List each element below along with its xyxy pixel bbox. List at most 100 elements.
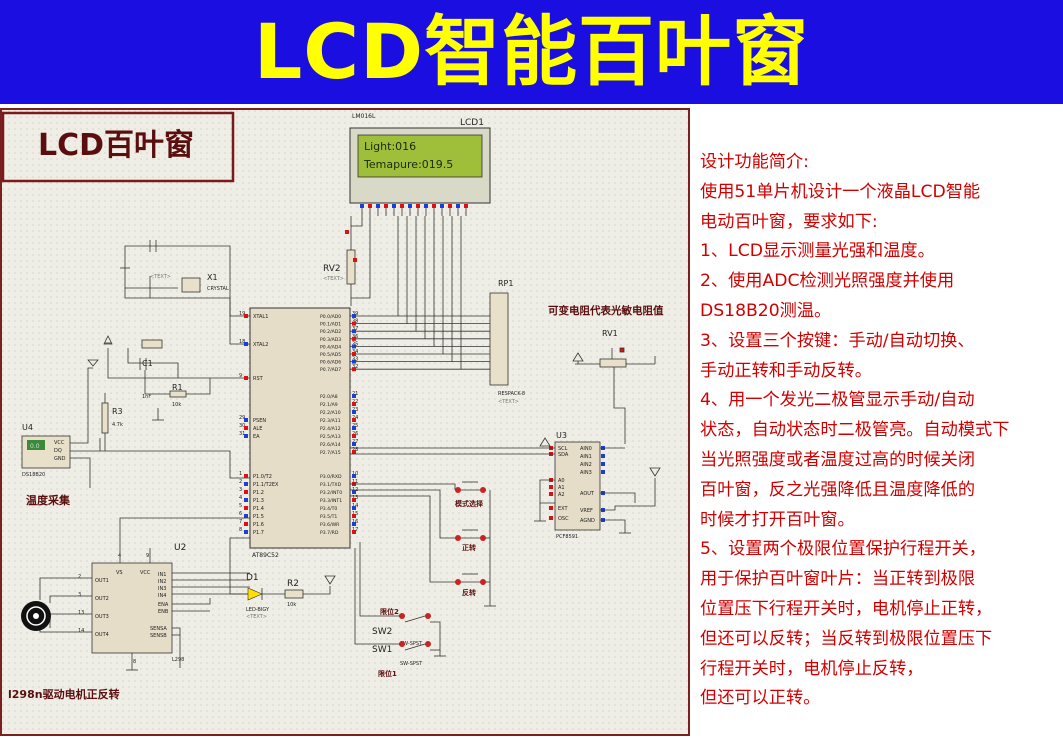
u3-left-pin: EXT bbox=[558, 506, 568, 512]
mcu-left-pin: P1.0/T2 bbox=[253, 474, 272, 480]
svg-text:4.7k: 4.7k bbox=[112, 422, 123, 428]
lcd-data-bus bbox=[350, 216, 490, 370]
svg-text:PCF8591: PCF8591 bbox=[556, 534, 578, 540]
mcu-left-pin-num: 4 bbox=[239, 495, 242, 501]
mcu-right-pin: P2.2/A10 bbox=[320, 410, 341, 416]
u3-right-pin: AIN1 bbox=[580, 454, 592, 460]
svg-text:SW2: SW2 bbox=[372, 627, 392, 637]
mcu-right-pin: P0.5/AD5 bbox=[320, 352, 341, 358]
svg-text:<TEXT>: <TEXT> bbox=[498, 399, 519, 405]
mcu-left-pin: XTAL1 bbox=[253, 314, 268, 320]
mcu-right-pin: P3.3/INT1 bbox=[320, 498, 342, 504]
svg-text:IN4: IN4 bbox=[158, 593, 166, 599]
mcu-right-pin-num: 36 bbox=[352, 334, 358, 340]
svg-text:<TEXT>: <TEXT> bbox=[323, 276, 344, 282]
u3-left-pin: SCL bbox=[558, 446, 568, 452]
svg-text:IN3: IN3 bbox=[158, 586, 166, 592]
button-panel bbox=[350, 481, 496, 607]
mcu-right-pin: P0.1/AD1 bbox=[320, 322, 341, 328]
mcu-right-pin: P2.4/A12 bbox=[320, 426, 341, 432]
u3-right-pin: AIN0 bbox=[580, 446, 592, 452]
mcu-right-pin: P2.7/A15 bbox=[320, 450, 341, 456]
svg-text:SW1: SW1 bbox=[372, 645, 392, 655]
svg-text:OUT2: OUT2 bbox=[95, 596, 109, 602]
mcu-at89c52: XTAL119XTAL218RST9PSEN29ALE30EA31P1.0/T2… bbox=[239, 307, 358, 559]
circuit-schematic: LCD百叶窗 LM016L LCD1 Light:016 Temapure:01… bbox=[0, 108, 690, 736]
mcu-right-pin: P2.3/A11 bbox=[320, 418, 341, 424]
led-d1: D1 LED-BIGY <TEXT> R2 10k bbox=[229, 537, 336, 620]
svg-text:8: 8 bbox=[133, 659, 136, 665]
lcd-module: LM016L LCD1 Light:016 Temapure:019.5 bbox=[349, 113, 491, 216]
svg-text:RESPACK-8: RESPACK-8 bbox=[498, 391, 525, 397]
mcu-right-pin: P3.5/T1 bbox=[320, 514, 337, 520]
mcu-left-pin: P1.6 bbox=[253, 522, 264, 528]
button-mode: 模式选择 bbox=[455, 499, 484, 508]
mcu-right-pin: P2.5/A13 bbox=[320, 434, 341, 440]
description-line: 位置压下行程开关时，电机停止正转， bbox=[700, 598, 993, 619]
svg-text:RV2: RV2 bbox=[323, 264, 341, 274]
mcu-right-pin: P0.3/AD3 bbox=[320, 337, 341, 343]
mcu-left-pin: P1.3 bbox=[253, 498, 264, 504]
mcu-right-pin: P3.1/TXD bbox=[320, 482, 342, 488]
svg-text:R3: R3 bbox=[112, 407, 123, 416]
crystal-oscillator bbox=[120, 240, 250, 345]
mcu-right-pin: P2.6/A14 bbox=[320, 442, 341, 448]
limit-switches: 限位2 SW2 SW-SPST SW1 SW-SPST 限位1 bbox=[354, 542, 446, 678]
description-line: 使用51单片机设计一个液晶LCD智能 bbox=[700, 181, 981, 202]
mcu-right-pin: P0.7/AD7 bbox=[320, 367, 341, 373]
svg-text:2: 2 bbox=[78, 574, 81, 580]
mcu-left-pin: ALE bbox=[253, 426, 262, 432]
description-line: 行程开关时，电机停止反转， bbox=[700, 658, 924, 679]
u3-left-pin: A2 bbox=[558, 492, 565, 498]
mcu-left-pin: PSEN bbox=[253, 418, 266, 424]
svg-text:OUT4: OUT4 bbox=[95, 632, 109, 638]
mcu-right-pin: P3.6/WR bbox=[320, 522, 340, 528]
svg-text:14: 14 bbox=[78, 628, 84, 634]
schematic-title-box: LCD百叶窗 bbox=[1, 111, 235, 183]
svg-text:DQ: DQ bbox=[54, 448, 62, 454]
svg-text:VCC: VCC bbox=[140, 570, 151, 576]
svg-text:9: 9 bbox=[146, 553, 149, 559]
svg-text:U4: U4 bbox=[22, 423, 33, 432]
mcu-right-pin: P3.2/INT0 bbox=[320, 490, 342, 496]
variable-resistor-note: 可变电阻代表光敏电阻值 bbox=[548, 304, 664, 317]
mcu-left-pin-num: 7 bbox=[239, 519, 242, 525]
svg-text:C1: C1 bbox=[142, 359, 153, 368]
mcu-right-pin: P3.4/T0 bbox=[320, 506, 337, 512]
u3-right-pin: AGND bbox=[580, 518, 595, 524]
ds18b20-sensor: 0.0 U4 VCC DQ GND DS18B20 R3 4.7k 温度采集 bbox=[21, 359, 250, 507]
mcu-left-pin: P1.4 bbox=[253, 506, 264, 512]
design-description: 设计功能简介:使用51单片机设计一个液晶LCD智能电动百叶窗，要求如下:1、LC… bbox=[700, 148, 1062, 714]
mcu-right-pin: P3.0/RXD bbox=[320, 474, 342, 480]
mcu-left-pin-num: 8 bbox=[239, 527, 242, 533]
mcu-left-pin: P1.2 bbox=[253, 490, 264, 496]
lcd-line-2: Temapure:019.5 bbox=[363, 158, 453, 171]
mcu-left-pin: XTAL2 bbox=[253, 342, 268, 348]
u3-pcf8591: U3 SCLSDAA0A1A2EXTOSCAIN0AIN1AIN2AIN3AOU… bbox=[350, 431, 661, 540]
svg-text:10k: 10k bbox=[287, 602, 296, 608]
mcu-left-pin-num: 9 bbox=[239, 373, 242, 379]
limit2-label: 限位2 bbox=[380, 607, 399, 616]
lcd-line-1: Light:016 bbox=[364, 140, 416, 153]
u3-right-pin: VREF bbox=[580, 508, 593, 514]
motor-driver-label: l298n驱动电机正反转 bbox=[8, 687, 120, 701]
rv1-potentiometer bbox=[572, 347, 656, 444]
svg-text:D1: D1 bbox=[246, 573, 259, 583]
temp-label: 温度采集 bbox=[26, 493, 71, 507]
svg-text:OUT3: OUT3 bbox=[95, 614, 109, 620]
svg-text:CRYSTAL: CRYSTAL bbox=[207, 286, 229, 292]
svg-text:LED-BIGY: LED-BIGY bbox=[246, 607, 270, 613]
svg-text:X1: X1 bbox=[207, 273, 218, 282]
svg-text:LM016L: LM016L bbox=[352, 113, 376, 120]
button-reverse: 反转 bbox=[462, 588, 476, 597]
description-line: 手动正转和手动反转。 bbox=[700, 360, 872, 381]
u3-left-pin: A1 bbox=[558, 485, 565, 491]
svg-text:IN1: IN1 bbox=[158, 572, 166, 578]
mcu-right-pin: P0.0/AD0 bbox=[320, 314, 341, 320]
svg-text:VCC: VCC bbox=[54, 440, 65, 446]
svg-text:AT89C52: AT89C52 bbox=[252, 552, 279, 559]
mcu-right-pin: P2.0/A8 bbox=[320, 394, 338, 400]
description-line: 设计功能简介: bbox=[700, 152, 809, 172]
schematic-title: LCD百叶窗 bbox=[38, 128, 194, 163]
mcu-left-pin-num: 19 bbox=[239, 311, 245, 317]
